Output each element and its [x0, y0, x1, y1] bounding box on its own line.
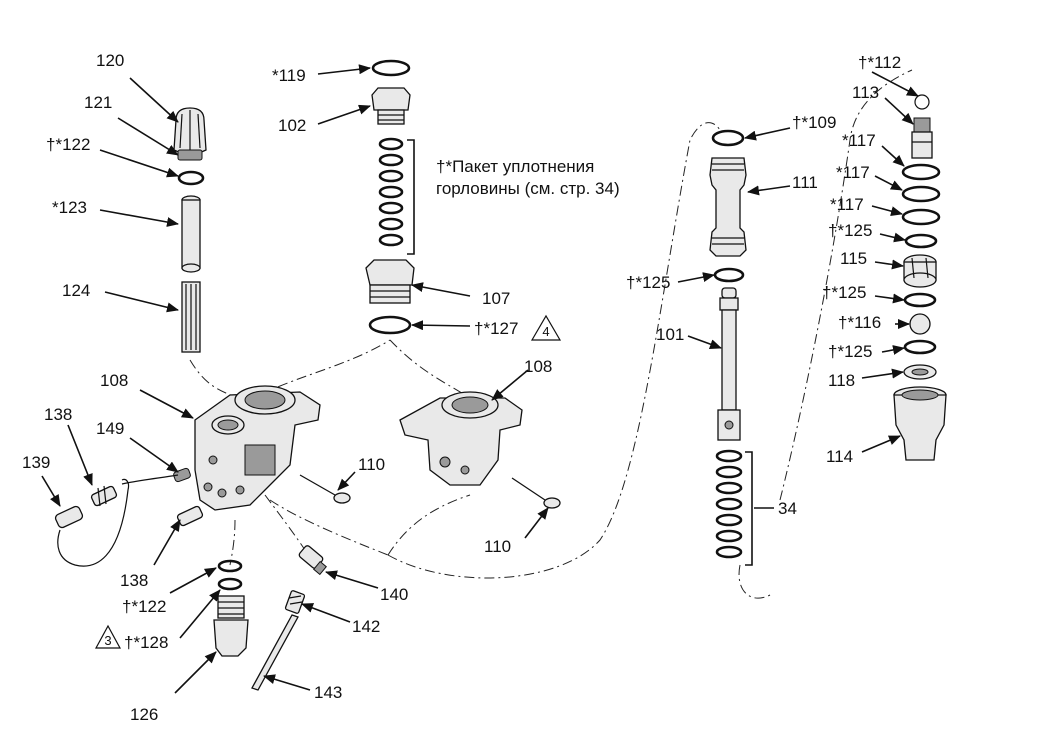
label-108a: 108: [100, 371, 128, 390]
label-110a: 110: [358, 455, 385, 474]
label-102: 102: [278, 116, 306, 135]
part-120-cap: [173, 107, 207, 155]
part-118-seat: [903, 364, 937, 380]
label-117a: *117: [842, 131, 876, 150]
part-108-manifold-right: [399, 391, 523, 486]
label-126: 126: [130, 705, 158, 724]
label-114: 114: [826, 447, 853, 466]
part-117-seal-a: [901, 163, 941, 181]
label-118: 118: [828, 371, 855, 390]
part-140-sensor: [298, 545, 327, 576]
part-126-inlet-valve: [213, 595, 249, 657]
label-125d: †*125: [828, 342, 872, 361]
label-127: †*127: [474, 319, 518, 338]
part-labels: 120 121 †*122 *123 124 108 138 149 139 1…: [22, 51, 901, 724]
part-125-oring-b: [904, 233, 938, 249]
part-139-gauge: [54, 474, 179, 567]
part-111-cylinder: [709, 157, 747, 257]
part-115-guide: [903, 254, 937, 288]
leader-lines: [41, 64, 919, 694]
part-112-ball: [914, 94, 930, 110]
label-pack-line1: †*Пакет уплотнения: [436, 157, 594, 176]
part-34-packings: [715, 449, 743, 559]
part-116-ball: [909, 313, 931, 335]
assembly-dash-lines: [189, 69, 913, 599]
label-142: 142: [352, 617, 380, 636]
label-119: *119: [272, 66, 306, 85]
part-124-screen: [181, 281, 201, 353]
packing-bracket-34: [745, 451, 753, 566]
label-112: †*112: [858, 53, 901, 72]
label-107: 107: [482, 289, 510, 308]
part-121-nut: [177, 149, 203, 161]
label-128: †*128: [124, 633, 168, 652]
part-125-oring-a: [713, 267, 745, 283]
label-139: 139: [22, 453, 50, 472]
label-125a: †*125: [626, 273, 670, 292]
part-138-fitting-lower: [176, 505, 204, 527]
part-108-manifold-left: [194, 385, 321, 511]
part-117-seal-b: [901, 185, 941, 203]
label-140: 140: [380, 585, 408, 604]
label-125c: †*125: [822, 283, 866, 302]
label-138a: 138: [44, 405, 72, 424]
part-142-fitting: [284, 590, 306, 614]
label-123: *123: [52, 198, 87, 217]
label-122a: †*122: [46, 135, 90, 154]
packing-bracket: [407, 139, 415, 255]
label-138b: 138: [120, 571, 148, 590]
label-109: †*109: [792, 113, 836, 132]
part-102-nut: [371, 87, 411, 125]
label-108b: 108: [524, 357, 552, 376]
label-125b: †*125: [828, 221, 872, 240]
part-110-pin-right: [511, 477, 561, 509]
part-114-housing: [893, 386, 947, 461]
part-122-oring-lower: [217, 559, 243, 573]
part-125-oring-c: [903, 292, 937, 308]
part-119-seal: [371, 59, 411, 77]
part-110-pin-left: [299, 474, 351, 504]
part-128-oring: [217, 577, 243, 591]
part-125-oring-d: [903, 339, 937, 355]
label-117c: *117: [830, 195, 864, 214]
note-triangle-4: 4: [530, 314, 562, 341]
label-143: 143: [314, 683, 342, 702]
part-127-oring: [368, 315, 412, 335]
part-143-tube: [251, 614, 299, 691]
label-120: 120: [96, 51, 124, 70]
label-pack-line2: горловины (см. стр. 34): [436, 179, 620, 198]
label-124: 124: [62, 281, 90, 300]
label-116: †*116: [838, 313, 881, 332]
label-122b: †*122: [122, 597, 166, 616]
label-101: 101: [656, 325, 684, 344]
label-34: 34: [778, 499, 797, 518]
label-121: 121: [84, 93, 112, 112]
part-107-housing: [365, 259, 415, 304]
label-110b: 110: [484, 537, 511, 556]
label-113: 113: [852, 83, 879, 102]
note-3-text: 3: [104, 633, 111, 648]
part-123-filter: [181, 195, 201, 273]
note-4-text: 4: [542, 324, 549, 339]
label-117b: *117: [836, 163, 870, 182]
note-triangle-3: 3: [94, 624, 122, 649]
part-122-oring: [177, 170, 205, 186]
label-149: 149: [96, 419, 124, 438]
label-115: 115: [840, 249, 867, 268]
part-113-seat: [911, 117, 933, 159]
label-111: 111: [792, 173, 818, 192]
part-109-oring: [711, 129, 745, 147]
part-138-fitting-upper: [90, 485, 118, 507]
throat-packings: [378, 137, 404, 247]
part-117-seal-c: [901, 208, 941, 226]
part-101-rod: [717, 287, 741, 441]
